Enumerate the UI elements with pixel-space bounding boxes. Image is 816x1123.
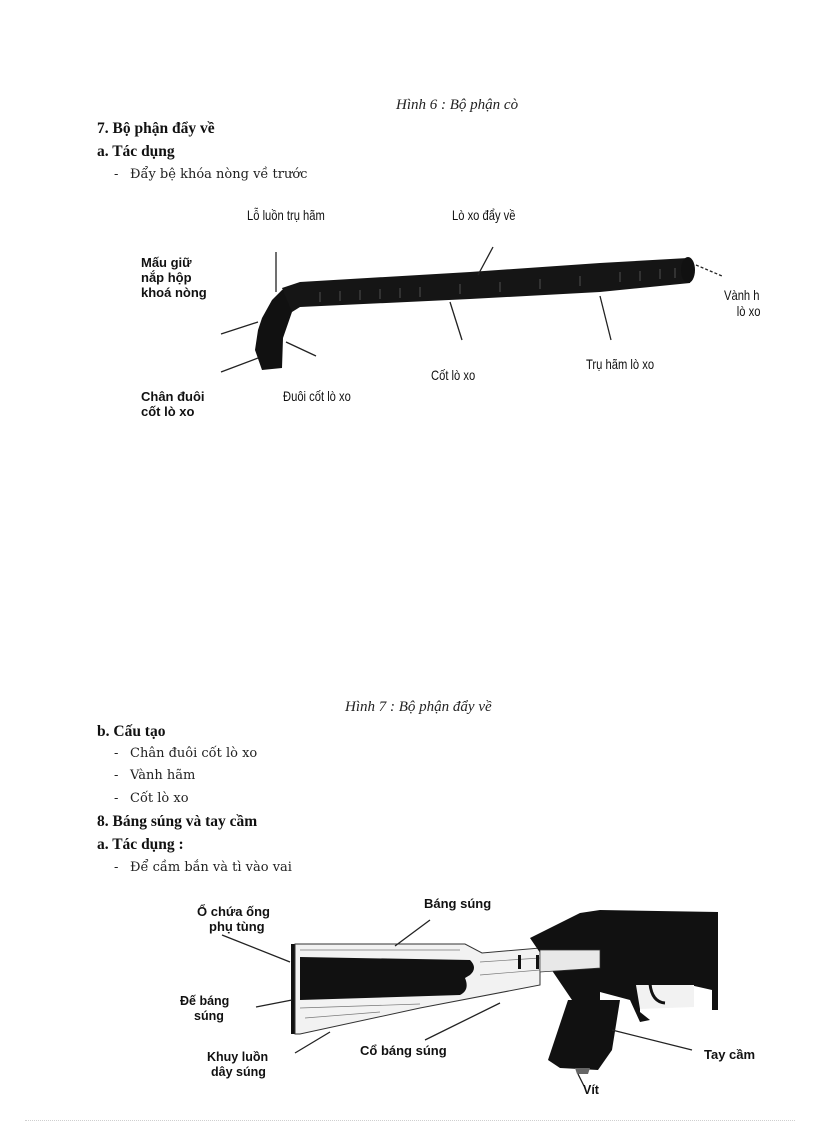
label-lo-luon-tru-ham: Lỗ luồn trụ hãm — [247, 207, 325, 223]
section-8-title: 8. Báng súng và tay cầm — [97, 813, 258, 830]
bullet-item: -Cốt lò xo — [114, 791, 189, 806]
label-tay-cam: Tay cầm — [704, 1047, 756, 1062]
bullet-dash: - — [114, 167, 119, 182]
figure-7-caption: Hình 7 : Bộ phận đẩy về — [345, 699, 492, 715]
section-7b-title: b. Cấu tạo — [97, 723, 166, 740]
label-mau-giu: Mấu giữ nắp hộp khoá nòng — [141, 255, 207, 300]
figure-6-caption: Hình 6 : Bộ phận cò — [396, 97, 519, 113]
bullet-item: -Vành hãm — [114, 768, 196, 783]
label-o-chua-ong-phu-tung: Ổ chứa ống phụ tùng — [197, 904, 270, 934]
bullet-item: -Đẩy bệ khóa nòng về trước — [114, 167, 307, 182]
label-chan-duoi: Chân đuôi cốt lò xo — [141, 389, 205, 419]
label-tru-ham-lo-xo: Trụ hãm lò xo — [586, 356, 655, 372]
label-de-bang-sung: Đế báng súng — [180, 994, 230, 1023]
page-bottom-divider — [25, 1120, 795, 1121]
label-bang-sung: Báng súng — [424, 896, 492, 911]
label-cot-lo-xo: Cốt lò xo — [431, 367, 476, 383]
label-duoi-cot-lo-xo: Đuôi cốt lò xo — [283, 388, 351, 404]
bullet-item: -Để cầm bắn và tì vào vai — [114, 860, 292, 875]
bullet-text: Đẩy bệ khóa nòng về trước — [130, 167, 308, 182]
label-lo-xo-day-ve: Lò xo đẩy về — [452, 207, 516, 223]
label-co-bang-sung: Cổ báng súng — [360, 1043, 447, 1058]
section-7-title: 7. Bộ phận đẩy về — [97, 120, 215, 137]
bullet-item: -Chân đuôi cốt lò xo — [114, 746, 258, 761]
recoil-spring-illustration — [220, 246, 723, 373]
section-8a-title: a. Tác dụng : — [97, 836, 184, 853]
section-7a-title: a. Tác dụng — [97, 143, 175, 160]
label-vit: Vít — [583, 1083, 599, 1097]
label-vanh-ham: Vành h lò xo — [724, 287, 761, 319]
label-khuy-luon-day-sung: Khuy luồn dây súng — [207, 1050, 269, 1079]
